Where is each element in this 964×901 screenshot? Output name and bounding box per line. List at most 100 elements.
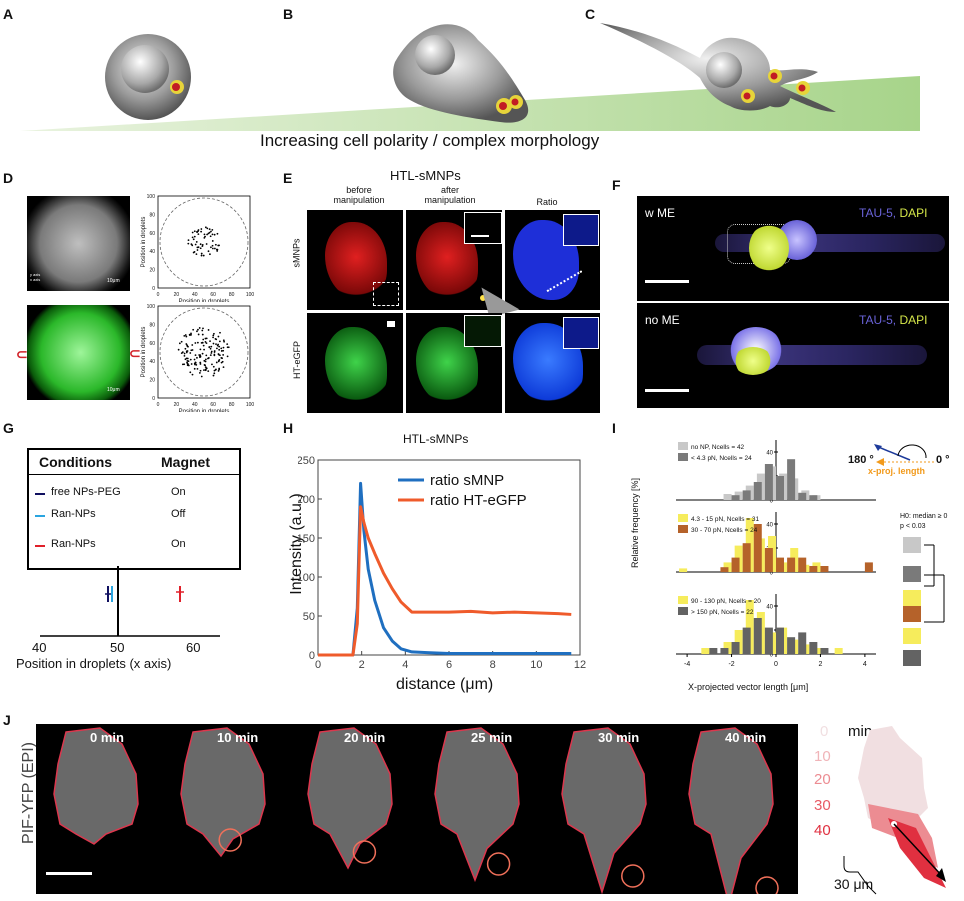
histogram-bar [820, 566, 829, 572]
stats-swatch [903, 650, 921, 666]
y-tick-label: 250 [298, 455, 315, 467]
scatter-point [220, 361, 223, 364]
scatter-point [197, 328, 199, 331]
scatter-point [203, 364, 206, 366]
scatter-point [218, 368, 221, 371]
panel-label-j: J [3, 712, 11, 728]
scatter-point [209, 340, 211, 342]
y-tick-label: 40 [766, 451, 773, 457]
legend-label: 90 - 130 pN, Ncells = 20 [691, 598, 761, 605]
position-axis-plot [40, 566, 220, 637]
histogram-bar [720, 648, 729, 654]
scatter-point [187, 239, 190, 242]
dapi-label: DAPI [899, 206, 928, 220]
scatter-point [216, 250, 219, 252]
scatter-point [186, 360, 189, 362]
tick-label: 40 [192, 402, 198, 408]
scatter-point [199, 243, 202, 246]
scatter-point [200, 375, 203, 378]
scatter-point [222, 354, 225, 356]
timepoint-label: 25 min [471, 730, 513, 745]
tick-label: 0 [157, 402, 160, 408]
i-ylabel: Relative frequency [%] [630, 477, 640, 569]
timelapse-frame: 0 min [36, 724, 163, 894]
axes-indicator: y axis x axis [30, 272, 41, 282]
panel-label-g: G [3, 420, 14, 436]
tick-label: 100 [147, 304, 156, 310]
histogram-bar [679, 568, 688, 572]
scatter-point [204, 337, 207, 340]
panel-label-a: A [3, 6, 14, 22]
tick-label: 40 [149, 359, 155, 365]
scatter-point [200, 254, 203, 257]
scatter-point [218, 340, 221, 343]
legend-time-10: 10 [814, 748, 831, 765]
ratio-bottom-image [505, 313, 600, 413]
scatter-point [213, 369, 216, 372]
histogram-bar [764, 548, 773, 572]
x-tick-label: 12 [574, 659, 586, 670]
panel-label-e: E [283, 170, 293, 186]
scatter-point [185, 351, 188, 354]
scatter-point [213, 332, 215, 335]
scatter-point [183, 352, 186, 355]
scatter-point [209, 235, 212, 238]
histogram-bar [809, 642, 818, 654]
scatter-point [207, 370, 210, 373]
tick-40: 40 [32, 640, 47, 655]
scatter-point [223, 340, 225, 343]
scatter-point [215, 343, 217, 346]
smnp-before-image [307, 210, 403, 310]
tick-label: 20 [174, 402, 180, 408]
scatter-point [213, 233, 216, 236]
scale-bar [46, 872, 92, 875]
histogram-bar [776, 557, 784, 572]
tick-label: 20 [149, 378, 155, 384]
scatter-point [200, 230, 203, 233]
scatter-point [205, 243, 208, 245]
scatter-point [216, 347, 218, 350]
scatter-point [185, 357, 188, 360]
scatter-point [207, 250, 210, 253]
scatter-point [187, 242, 190, 245]
scatter-point [190, 332, 192, 335]
scatter-point [199, 369, 202, 372]
stats-hypothesis: H0: median ≥ 0 [900, 513, 948, 520]
scatter-point [213, 353, 216, 356]
tick-label: 60 [149, 341, 155, 347]
axis-label: Position in droplets [141, 327, 147, 378]
scatter-point [212, 374, 215, 377]
scatter-point [213, 372, 216, 375]
scatter-point [219, 354, 221, 357]
x-tick-label: -4 [684, 661, 690, 668]
y-tick-label: 200 [298, 494, 315, 506]
tau5-label: TAU-5, [859, 206, 897, 220]
condition-row: Ran-NPs Off [35, 508, 235, 524]
x-tick-label: 2 [818, 661, 822, 668]
legend-label: 30 - 70 pN, Ncells = 24 [691, 527, 758, 534]
scatter-point [186, 345, 189, 348]
tick-label: 60 [210, 402, 216, 408]
y-tick-label: 40 [766, 605, 773, 611]
conditions-header: Conditions [39, 454, 113, 470]
scatter-point [184, 334, 187, 336]
scatter-point [189, 358, 192, 361]
smnp-after-image [406, 210, 502, 310]
scatter-point [192, 328, 195, 331]
htegfp-after-image [406, 313, 502, 413]
scatter-point [211, 247, 214, 250]
scatter-point [211, 240, 214, 242]
neuron-no-me-image: no ME TAU-5, DAPI [637, 303, 949, 408]
histogram-bar [809, 566, 818, 572]
histogram-bar [742, 627, 751, 654]
polarity-caption: Increasing cell polarity / complex morph… [260, 131, 600, 150]
condition-row: Ran-NPs On [35, 538, 235, 554]
angle-left-label: 180 ° [848, 454, 874, 466]
scatter-point [212, 365, 215, 368]
cell-nucleus [415, 35, 455, 75]
histogram-bar [723, 494, 732, 500]
y-tick-label: 50 [303, 611, 315, 623]
scatter-point [197, 233, 200, 236]
scatter-point [199, 361, 202, 364]
scatter-point [192, 251, 195, 254]
